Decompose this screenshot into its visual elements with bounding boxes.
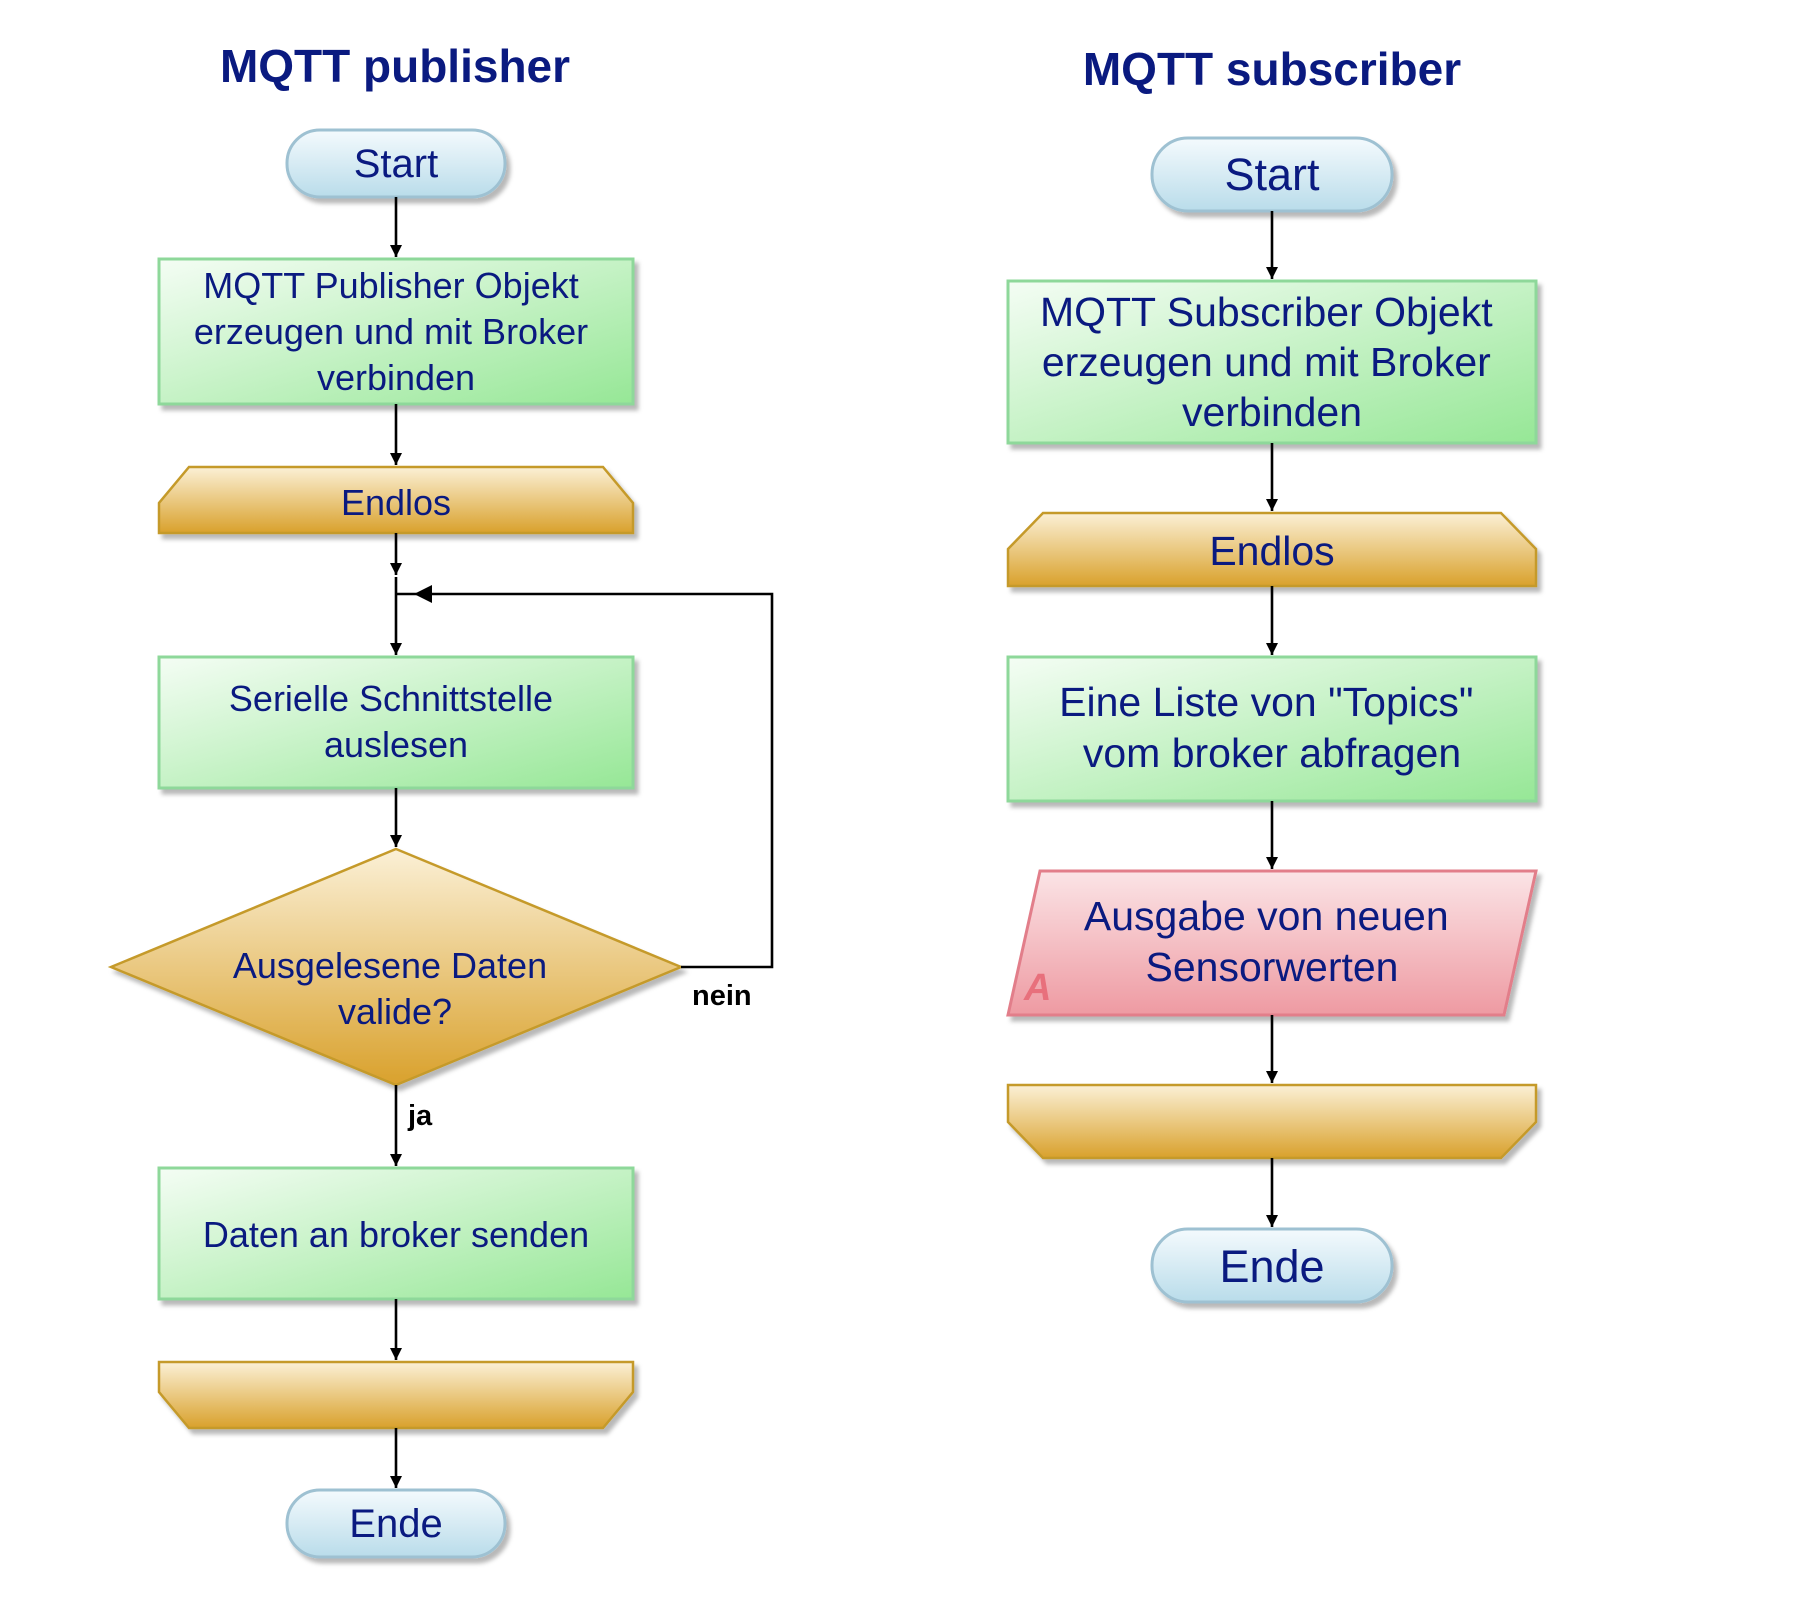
subscriber-output-line-1: Ausgabe von neuen (1084, 893, 1449, 939)
svg-text:Serielle Schnittstelle: Serielle Schnittstelle auslesen (229, 678, 563, 765)
svg-text:Eine Liste von "Topics": Eine Liste von "Topics" vom broker abfra… (1059, 679, 1485, 776)
svg-text:Ausgabe von neuen Sens: Ausgabe von neuen Sensorwerten (1084, 893, 1460, 990)
subscriber-create-node: MQTT Subscriber Objekt erzeugen und mit … (1006, 279, 1538, 445)
publisher-loop-start-node: Endlos (157, 465, 635, 535)
publisher-read-node: Serielle Schnittstelle auslesen (157, 655, 635, 790)
publisher-label-no: nein (692, 980, 752, 1012)
publisher-decision-line-1: Ausgelesene Daten (233, 945, 547, 986)
publisher-loop-end-node (157, 1360, 635, 1430)
publisher-send-node: Daten an broker senden (157, 1166, 635, 1301)
publisher-flow: MQTT publisher Start MQTT Publisher Obje… (107, 40, 774, 1559)
subscriber-start-node: Start (1150, 136, 1394, 213)
subscriber-flow: MQTT subscriber Start MQTT Subscriber Ob… (1006, 43, 1538, 1304)
svg-text:Ausgelesene Daten vali: Ausgelesene Daten valide? (233, 945, 557, 1032)
subscriber-end-label: Ende (1219, 1241, 1324, 1292)
publisher-start-label: Start (354, 142, 438, 186)
subscriber-output-marker: A (1023, 967, 1051, 1009)
publisher-send-label: Daten an broker senden (203, 1214, 589, 1255)
subscriber-loop-start-label: Endlos (1209, 528, 1334, 574)
publisher-start-node: Start (285, 128, 507, 199)
publisher-decision-line-2: valide? (338, 991, 452, 1032)
publisher-edge-decision-loopback (414, 585, 774, 969)
publisher-read-line-2: auslesen (324, 724, 468, 765)
subscriber-start-label: Start (1224, 149, 1320, 200)
publisher-decision-node: Ausgelesene Daten valide? (107, 847, 685, 1087)
subscriber-end-node: Ende (1150, 1227, 1394, 1304)
publisher-create-line-3: verbinden (317, 357, 475, 398)
publisher-read-line-1: Serielle Schnittstelle (229, 678, 553, 719)
subscriber-loop-end-node (1006, 1083, 1538, 1160)
subscriber-create-line-3: verbinden (1182, 389, 1362, 435)
publisher-end-node: Ende (285, 1488, 507, 1559)
subscriber-create-line-1: MQTT Subscriber Objekt (1040, 289, 1493, 335)
publisher-create-line-2: erzeugen und mit Broker (194, 311, 588, 352)
subscriber-output-node: A Ausgabe von neuen Sensorwerten (1006, 869, 1538, 1017)
publisher-label-yes: ja (407, 1100, 433, 1132)
subscriber-create-line-2: erzeugen und mit Broker (1042, 339, 1491, 385)
subscriber-query-line-1: Eine Liste von "Topics" (1059, 679, 1473, 725)
subscriber-loop-start-node: Endlos (1006, 511, 1538, 588)
publisher-loop-start-label: Endlos (341, 482, 451, 523)
svg-text:MQTT Publisher Objekt: MQTT Publisher Objekt erzeugen und mit B… (194, 265, 598, 398)
publisher-title: MQTT publisher (220, 40, 570, 92)
subscriber-query-node: Eine Liste von "Topics" vom broker abfra… (1006, 655, 1538, 803)
publisher-create-node: MQTT Publisher Objekt erzeugen und mit B… (157, 257, 635, 406)
subscriber-title: MQTT subscriber (1083, 43, 1461, 95)
svg-text:MQTT Subscriber Objekt: MQTT Subscriber Objekt erzeugen und mit … (1040, 289, 1504, 435)
subscriber-query-line-2: vom broker abfragen (1083, 730, 1461, 776)
publisher-create-line-1: MQTT Publisher Objekt (203, 265, 578, 306)
subscriber-output-line-2: Sensorwerten (1146, 944, 1399, 990)
publisher-end-label: Ende (349, 1502, 442, 1546)
